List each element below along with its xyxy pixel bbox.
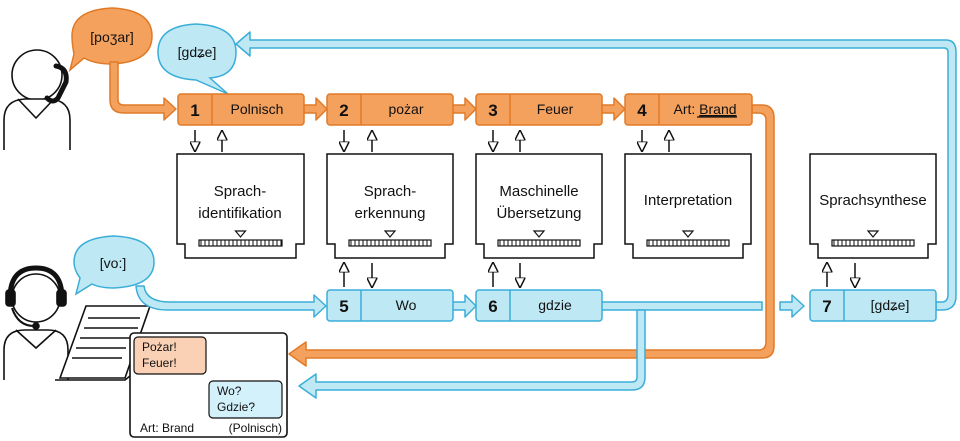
- module-card-interpretation: [624, 153, 752, 259]
- module-1-line1: Sprach-: [214, 183, 267, 200]
- step-5-box: [326, 289, 454, 322]
- notch-triangle-icon: [681, 230, 695, 238]
- step-3-number: 3: [488, 101, 497, 120]
- screen-note-blue: [208, 380, 283, 419]
- orange-flow-arrows: [109, 61, 775, 367]
- step-7-label: [gdʑe]: [871, 297, 910, 313]
- module-connector-pins: [198, 230, 915, 247]
- connector-strip: [831, 239, 915, 247]
- module-2-line1: Sprach-: [364, 183, 417, 200]
- caller-utterance: [poʒar]: [90, 29, 133, 45]
- notch-triangle-icon: [532, 230, 546, 238]
- step-5-label: Wo: [396, 297, 417, 313]
- screen-note-blue-line2: Gdzie?: [217, 400, 255, 414]
- step-2-number: 2: [339, 101, 348, 120]
- caller-speech-bubble: [68, 7, 153, 73]
- caller-person-icon: [3, 49, 71, 150]
- step-1-label: Polnisch: [231, 101, 284, 117]
- connector-strip: [497, 239, 581, 247]
- module-3-line2: Übersetzung: [496, 204, 581, 222]
- screen-footer-left: Art: Brand: [140, 421, 194, 435]
- operator-speech-bubble: [73, 235, 155, 296]
- step-7-box: [809, 289, 937, 322]
- step-7-number: 7: [822, 297, 831, 316]
- connector-strip: [348, 239, 432, 247]
- step-1-box: [177, 93, 305, 126]
- step-3-box: [475, 93, 603, 126]
- step-6-box: [475, 289, 603, 322]
- module-3-line1: Maschinelle: [499, 183, 578, 200]
- step-2-label: pożar: [388, 101, 423, 117]
- step-1-number: 1: [190, 101, 199, 120]
- module-2-line2: erkennung: [355, 205, 426, 222]
- module-card-speech-synthesis: [809, 153, 937, 259]
- notch-triangle-icon: [866, 230, 880, 238]
- module-card-speech-recognition: [326, 153, 454, 259]
- module-card-machine-translation: [475, 153, 603, 259]
- notch-triangle-icon: [383, 230, 397, 238]
- step-5-number: 5: [339, 297, 348, 316]
- notch-triangle-icon: [234, 230, 247, 238]
- screen-note-blue-line1: Wo?: [217, 384, 242, 398]
- step-6-label: gdzie: [538, 297, 572, 313]
- step-3-label: Feuer: [537, 101, 574, 117]
- operator-person-icon: [3, 265, 69, 380]
- operator-utterance: [vo:]: [100, 255, 126, 271]
- module-4-label: Interpretation: [644, 192, 732, 209]
- step-6-number: 6: [488, 297, 497, 316]
- screen-note-orange-line2: Feuer!: [142, 356, 177, 370]
- screen-footer-right: (Polnisch): [229, 421, 282, 435]
- connector-strip: [646, 239, 730, 247]
- screen-note-orange: [133, 336, 207, 375]
- step-4-label: Art: Brand: [673, 101, 736, 117]
- step-4-number: 4: [637, 101, 647, 120]
- blue-flow-arrows: [135, 31, 957, 399]
- laptop-icon: [55, 305, 152, 381]
- module-io-arrows: [195, 130, 855, 287]
- module-1-line2: identifikation: [198, 205, 281, 222]
- screen-note-orange-line1: Pożar!: [142, 340, 177, 354]
- step-2-box: [326, 93, 454, 126]
- reply-utterance: [gdʑe]: [178, 44, 217, 60]
- module-card-language-id: [176, 153, 305, 259]
- module-5-label: Sprachsynthese: [819, 192, 927, 209]
